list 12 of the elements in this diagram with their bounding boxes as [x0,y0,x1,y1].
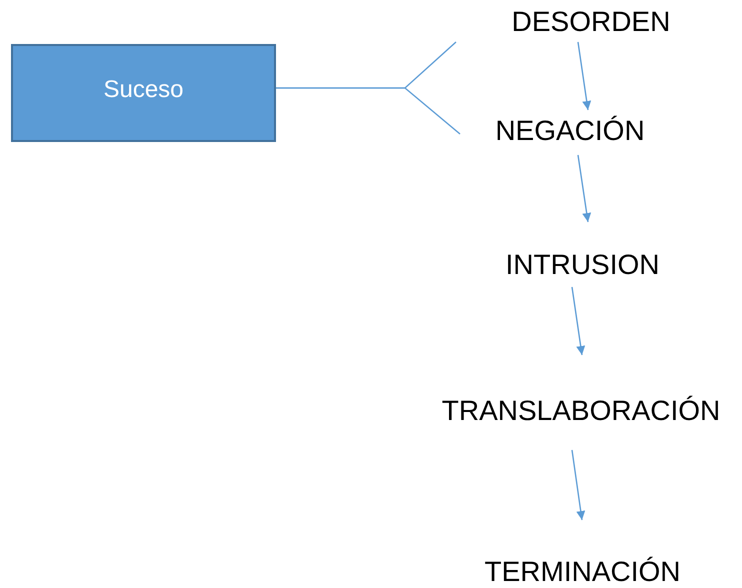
stage-label: INTRUSION [504,249,660,281]
arrow [571,286,586,356]
process-box [11,44,276,142]
stage-label: TERMINACIÓN [484,556,682,588]
node-label: Suceso [102,75,185,105]
stage-label: TRANSLABORACIÓN [440,395,722,427]
stage-label: DESORDEN [510,6,672,38]
arrow [571,450,586,520]
arrow [577,154,592,222]
connector-line [276,87,460,134]
arrow [577,42,592,110]
stage-label: NEGACIÓN [494,115,646,147]
